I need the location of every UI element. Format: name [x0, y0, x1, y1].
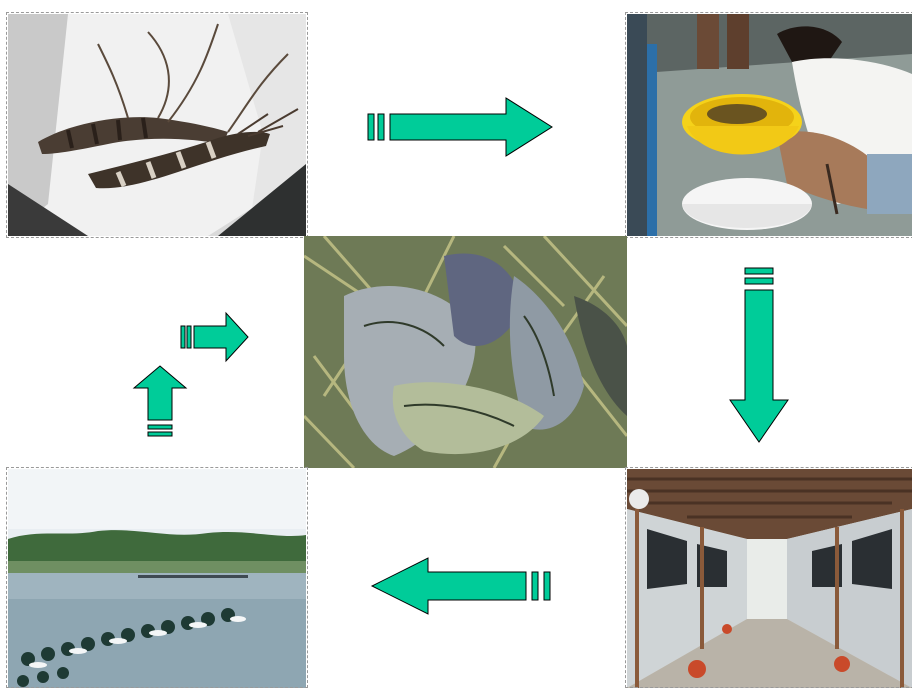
harvested-prawns-photo [304, 236, 627, 468]
arrow-down-icon [728, 266, 790, 446]
arrow-right-small-icon [180, 312, 250, 362]
aerated-pond-photo [8, 469, 306, 688]
nursery-shed-photo [627, 469, 912, 688]
arrow-left-icon [368, 556, 558, 618]
worker-feeding-photo [627, 14, 912, 236]
broodstock-prawn-photo [8, 14, 306, 236]
arrow-up-icon [134, 364, 188, 438]
arrow-right-icon [366, 94, 556, 160]
